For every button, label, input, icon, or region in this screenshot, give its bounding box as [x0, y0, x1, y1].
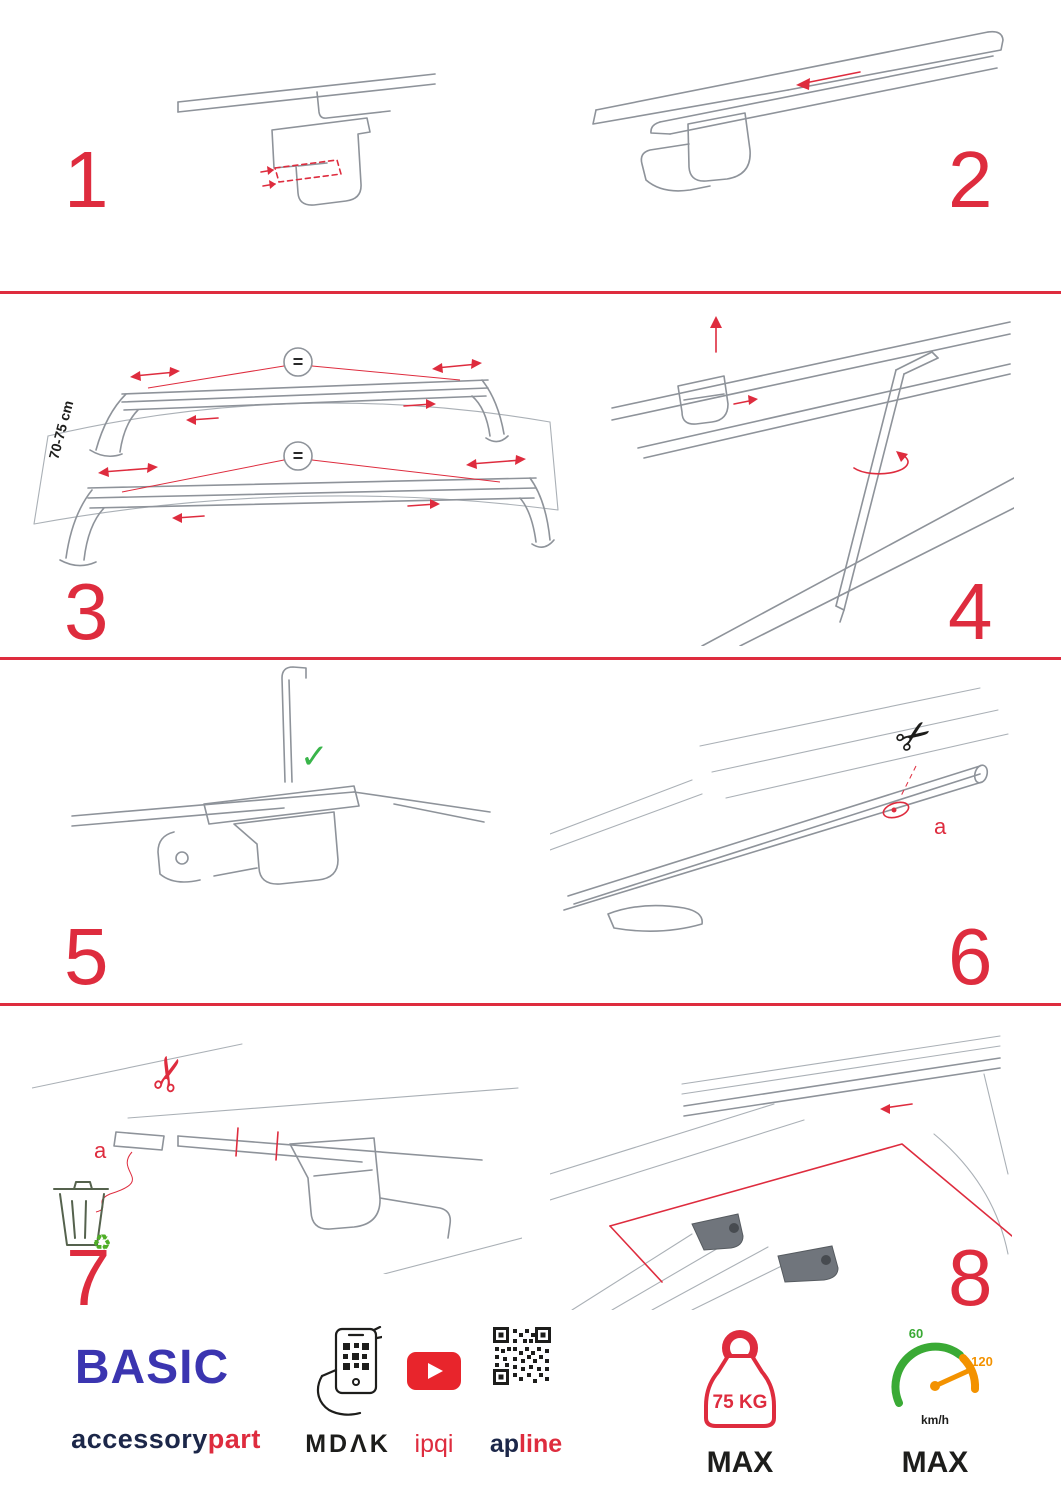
recycle-icon: ♻: [92, 1231, 112, 1256]
crossbar-with-strip: [563, 764, 989, 932]
rubber-pad-highlight: [260, 159, 342, 189]
cut-annotation: ✂ a: [94, 1048, 279, 1213]
speed-max-label: MAX: [901, 1446, 969, 1479]
clamp-pin-drawing: [71, 666, 491, 885]
weight-limit-icon: 75 KG: [704, 1330, 776, 1428]
crossbar-top: [683, 1057, 1001, 1117]
roof-ribs: [550, 687, 1009, 851]
phone-qr-icon: [316, 1326, 382, 1416]
cut-label-a: a: [934, 814, 947, 839]
scissors-icon: ✂: [885, 706, 942, 766]
step-4-number: 4: [948, 567, 993, 656]
weight-value: 75 KG: [713, 1392, 768, 1413]
speed-unit-label: km/h: [921, 1413, 949, 1427]
roof-rail-drawing: [177, 73, 436, 206]
brand-part: part: [207, 1424, 261, 1454]
step-6-number: 6: [948, 912, 993, 1001]
weight-max-label: MAX: [706, 1446, 774, 1479]
section-divider-1: [0, 291, 1061, 294]
apline-label: apline: [482, 1430, 570, 1459]
bar-distance-label: 70-75 cm: [45, 399, 76, 461]
step-7-number: 7: [66, 1233, 111, 1322]
equal-badge: =: [293, 352, 304, 372]
roof-rail-closeup: [611, 321, 1014, 646]
cover-strip-drawing: [592, 30, 1004, 192]
check-icon: ✓: [300, 737, 329, 777]
apline-line: line: [519, 1430, 563, 1458]
speed-high-label: 120: [971, 1354, 993, 1369]
step-5-figure: ✓: [71, 666, 491, 885]
step-8-figure: [550, 1035, 1012, 1310]
roof-perspective-lines: [550, 1035, 1009, 1310]
step-2-figure: [592, 30, 1004, 192]
slide-arrow: [796, 71, 861, 90]
speed-low-label: 60: [909, 1326, 923, 1341]
step-5-number: 5: [64, 912, 109, 1001]
step-3-figure: = = 70-75 cm: [33, 347, 559, 567]
step-6-figure: ✂ a: [550, 687, 1009, 932]
brand-logo-accessorypart: accessorypart: [64, 1424, 268, 1455]
step-2-number: 2: [948, 135, 993, 224]
step-3-number: 3: [64, 567, 109, 656]
ipqi-label: ipqi: [414, 1430, 454, 1458]
roof-lines: [32, 1043, 522, 1274]
apline-ap: ap: [489, 1430, 520, 1458]
section-divider-3: [0, 1003, 1061, 1006]
equal-spacing-annotation: = =: [98, 347, 526, 523]
trash-bin-icon: ♻: [53, 1181, 112, 1256]
cut-annotation: ✂ a: [882, 706, 947, 839]
clamp-parts: [691, 1213, 839, 1283]
step-8-number: 8: [948, 1233, 993, 1322]
crossbars: [59, 379, 555, 567]
step-1-figure: [177, 73, 436, 206]
car-roof-outline: [33, 402, 559, 525]
mdak-label: MDΛK: [305, 1430, 391, 1458]
strip-and-clamp: [113, 1131, 483, 1239]
scissors-icon: ✂: [137, 1048, 199, 1099]
cut-label-a: a: [94, 1138, 107, 1163]
insert-and-tighten-arrows: [710, 316, 909, 475]
step-4-figure: [611, 316, 1014, 646]
equal-badge: =: [293, 446, 304, 466]
highlight-outline: [609, 1103, 1012, 1283]
section-divider-2: [0, 657, 1061, 660]
youtube-icon: [407, 1352, 461, 1390]
qr-on-screen: [343, 1343, 369, 1386]
brand-logo-basic: BASIC: [74, 1341, 230, 1394]
step-7-figure: ✂ a ♻: [32, 1043, 522, 1274]
brand-accessory: accessory: [71, 1424, 208, 1454]
qr-code-icon: [493, 1327, 551, 1385]
speed-limit-icon: 60 120 km/h: [891, 1326, 993, 1427]
step-1-number: 1: [64, 135, 109, 224]
